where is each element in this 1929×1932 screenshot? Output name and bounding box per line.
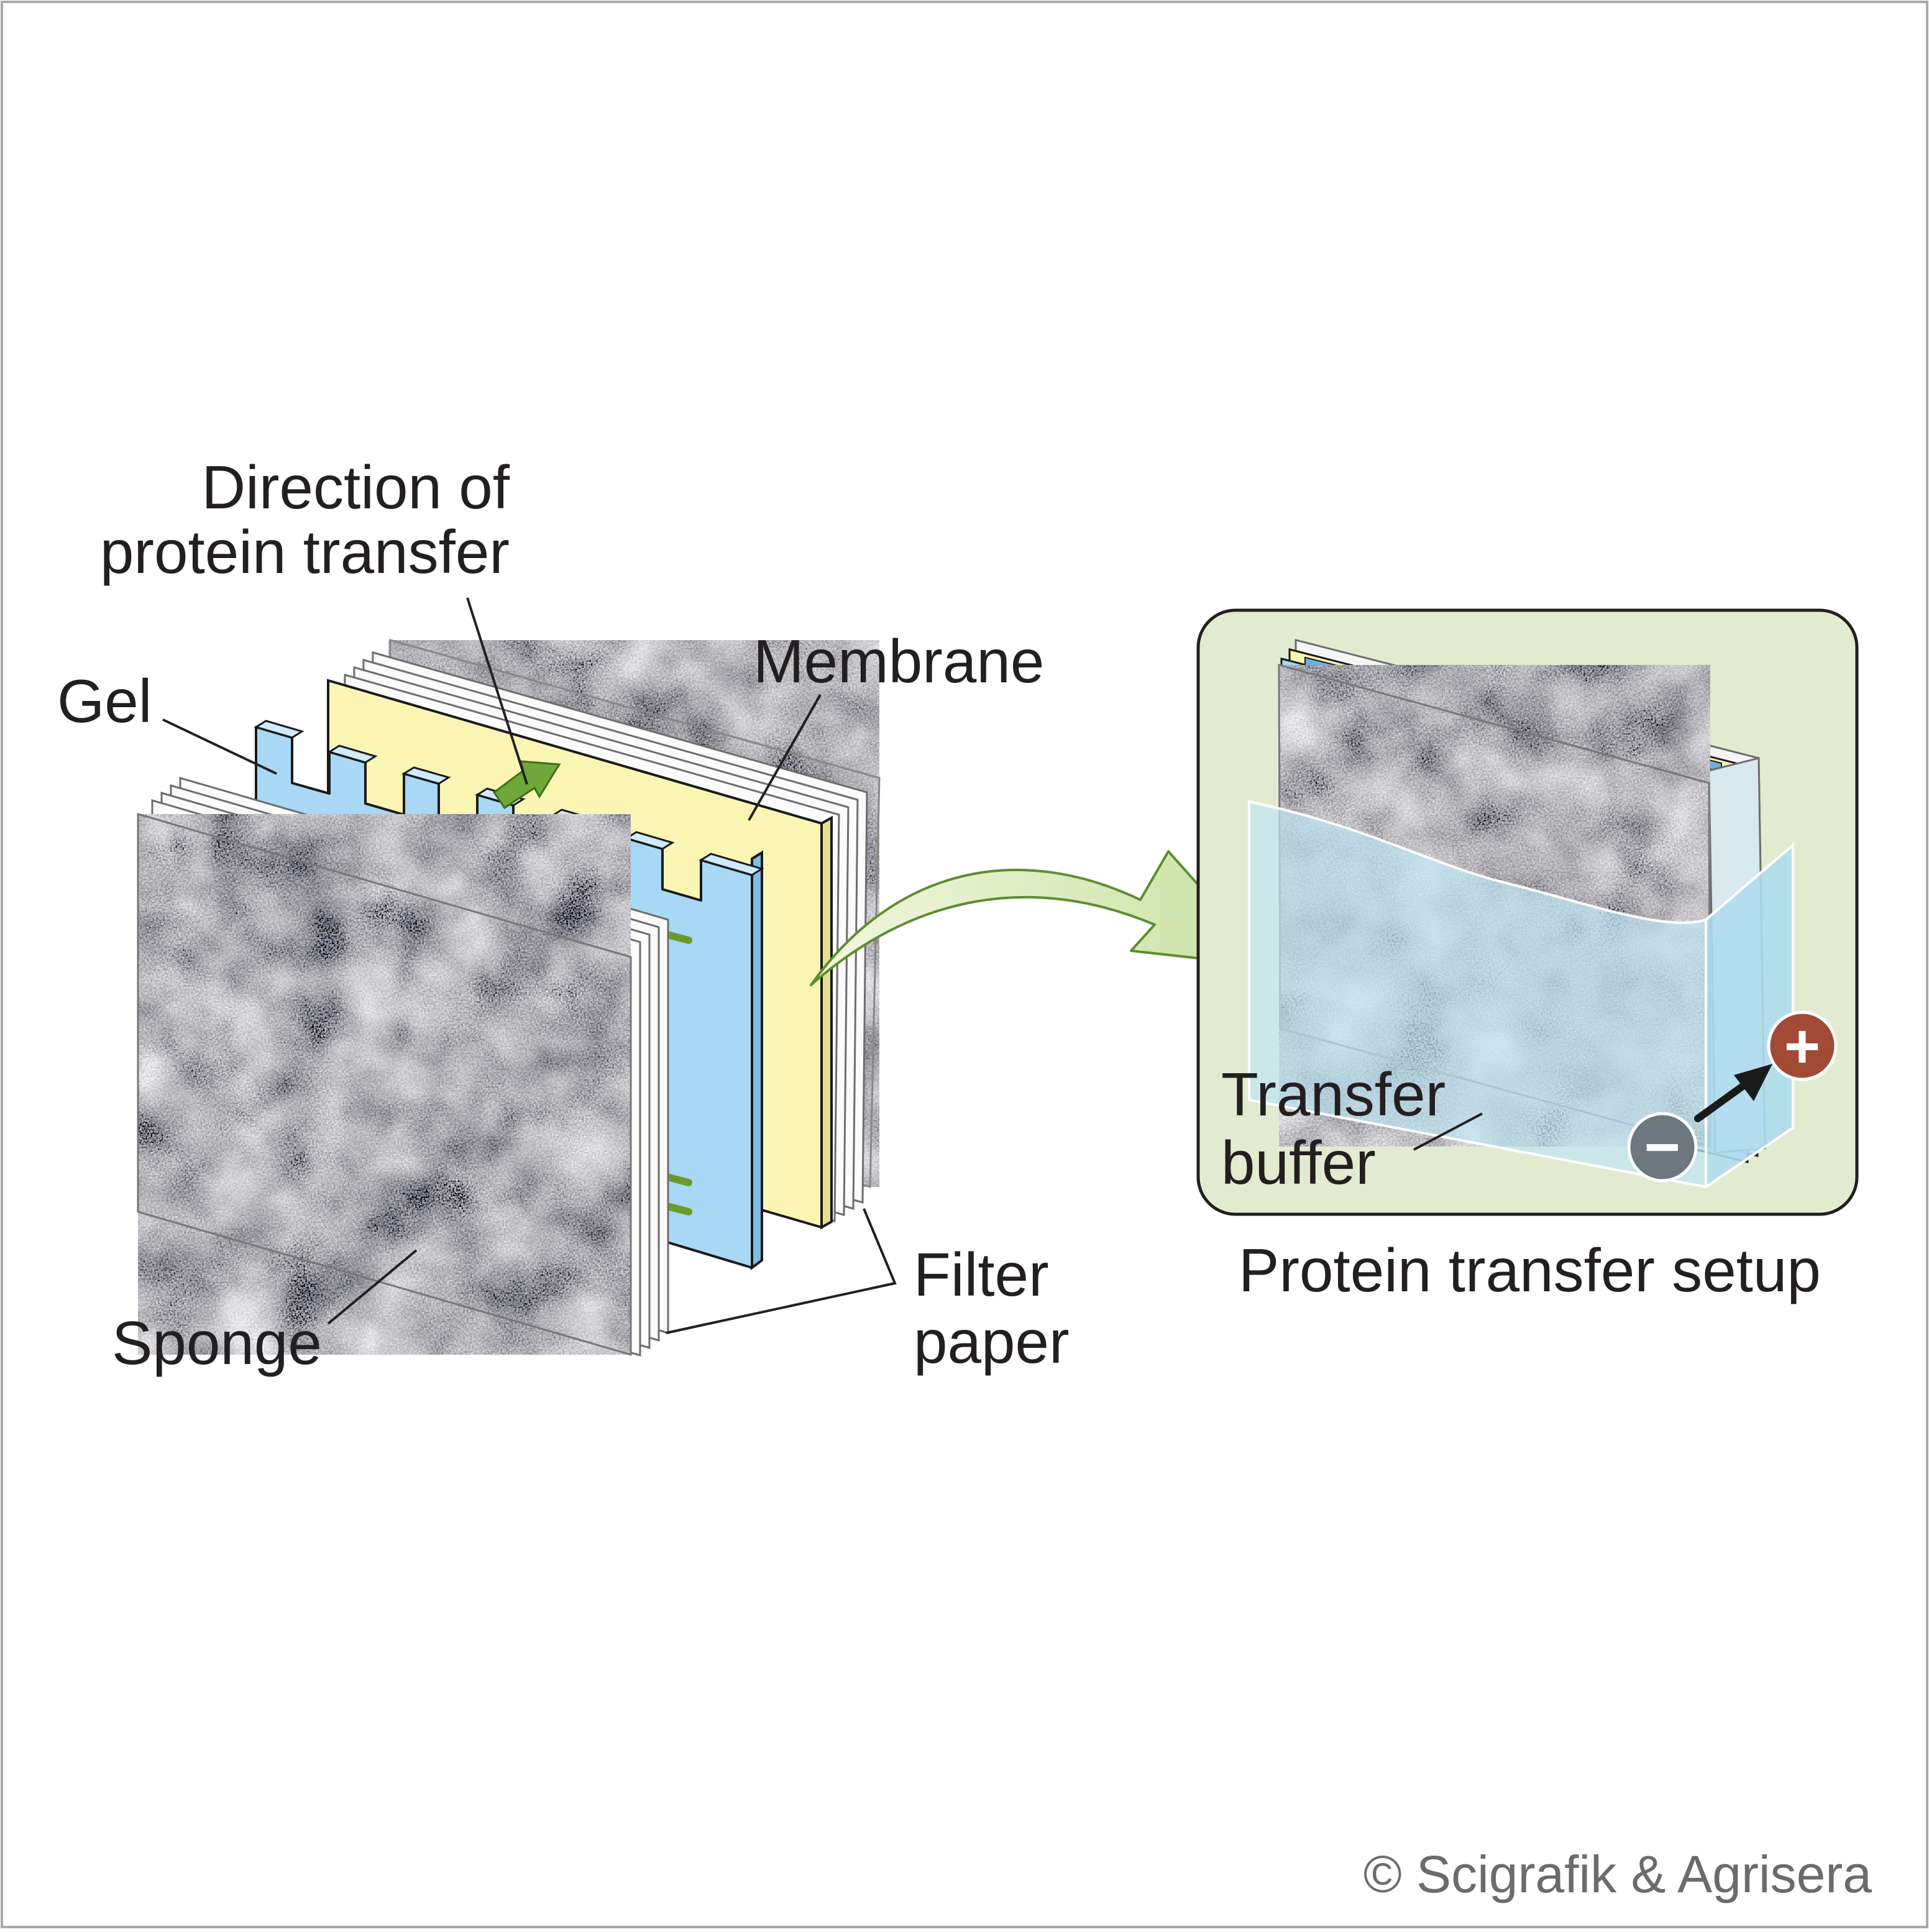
direction-leader <box>466 597 528 785</box>
setup-caption: Protein transfer setup <box>1239 1236 1821 1304</box>
membrane-leader <box>748 694 822 821</box>
gel-leader <box>162 718 277 775</box>
buffer-leader <box>1413 1112 1483 1151</box>
positive-electrode: + <box>1767 1010 1838 1081</box>
filter-label-line2: paper <box>914 1307 1070 1376</box>
buffer-label-line1: Transfer <box>1221 1060 1446 1129</box>
direction-label-line1: Direction of <box>201 453 510 521</box>
transfer-setup-box: + − Transfer buffer <box>1196 608 1859 1216</box>
negative-electrode: − <box>1627 1112 1698 1183</box>
minus-icon: − <box>1644 1112 1680 1182</box>
exploded-stack <box>137 639 881 1357</box>
copyright-notice: © Scigrafik & Agrisera <box>1363 1845 1872 1903</box>
direction-label-line2: protein transfer <box>100 518 510 586</box>
filter-label-line1: Filter <box>914 1240 1049 1309</box>
sponge-leader <box>327 1249 418 1325</box>
buffer-label-line2: buffer <box>1221 1129 1376 1197</box>
filter-leader <box>666 1208 897 1334</box>
plus-icon: + <box>1784 1012 1820 1081</box>
gel-label: Gel <box>57 667 152 735</box>
leader-lines <box>162 597 897 1334</box>
sponge-label: Sponge <box>112 1309 322 1377</box>
front-sponge <box>137 813 632 1356</box>
current-arrow-icon <box>1694 1064 1772 1122</box>
membrane-label: Membrane <box>753 627 1044 695</box>
